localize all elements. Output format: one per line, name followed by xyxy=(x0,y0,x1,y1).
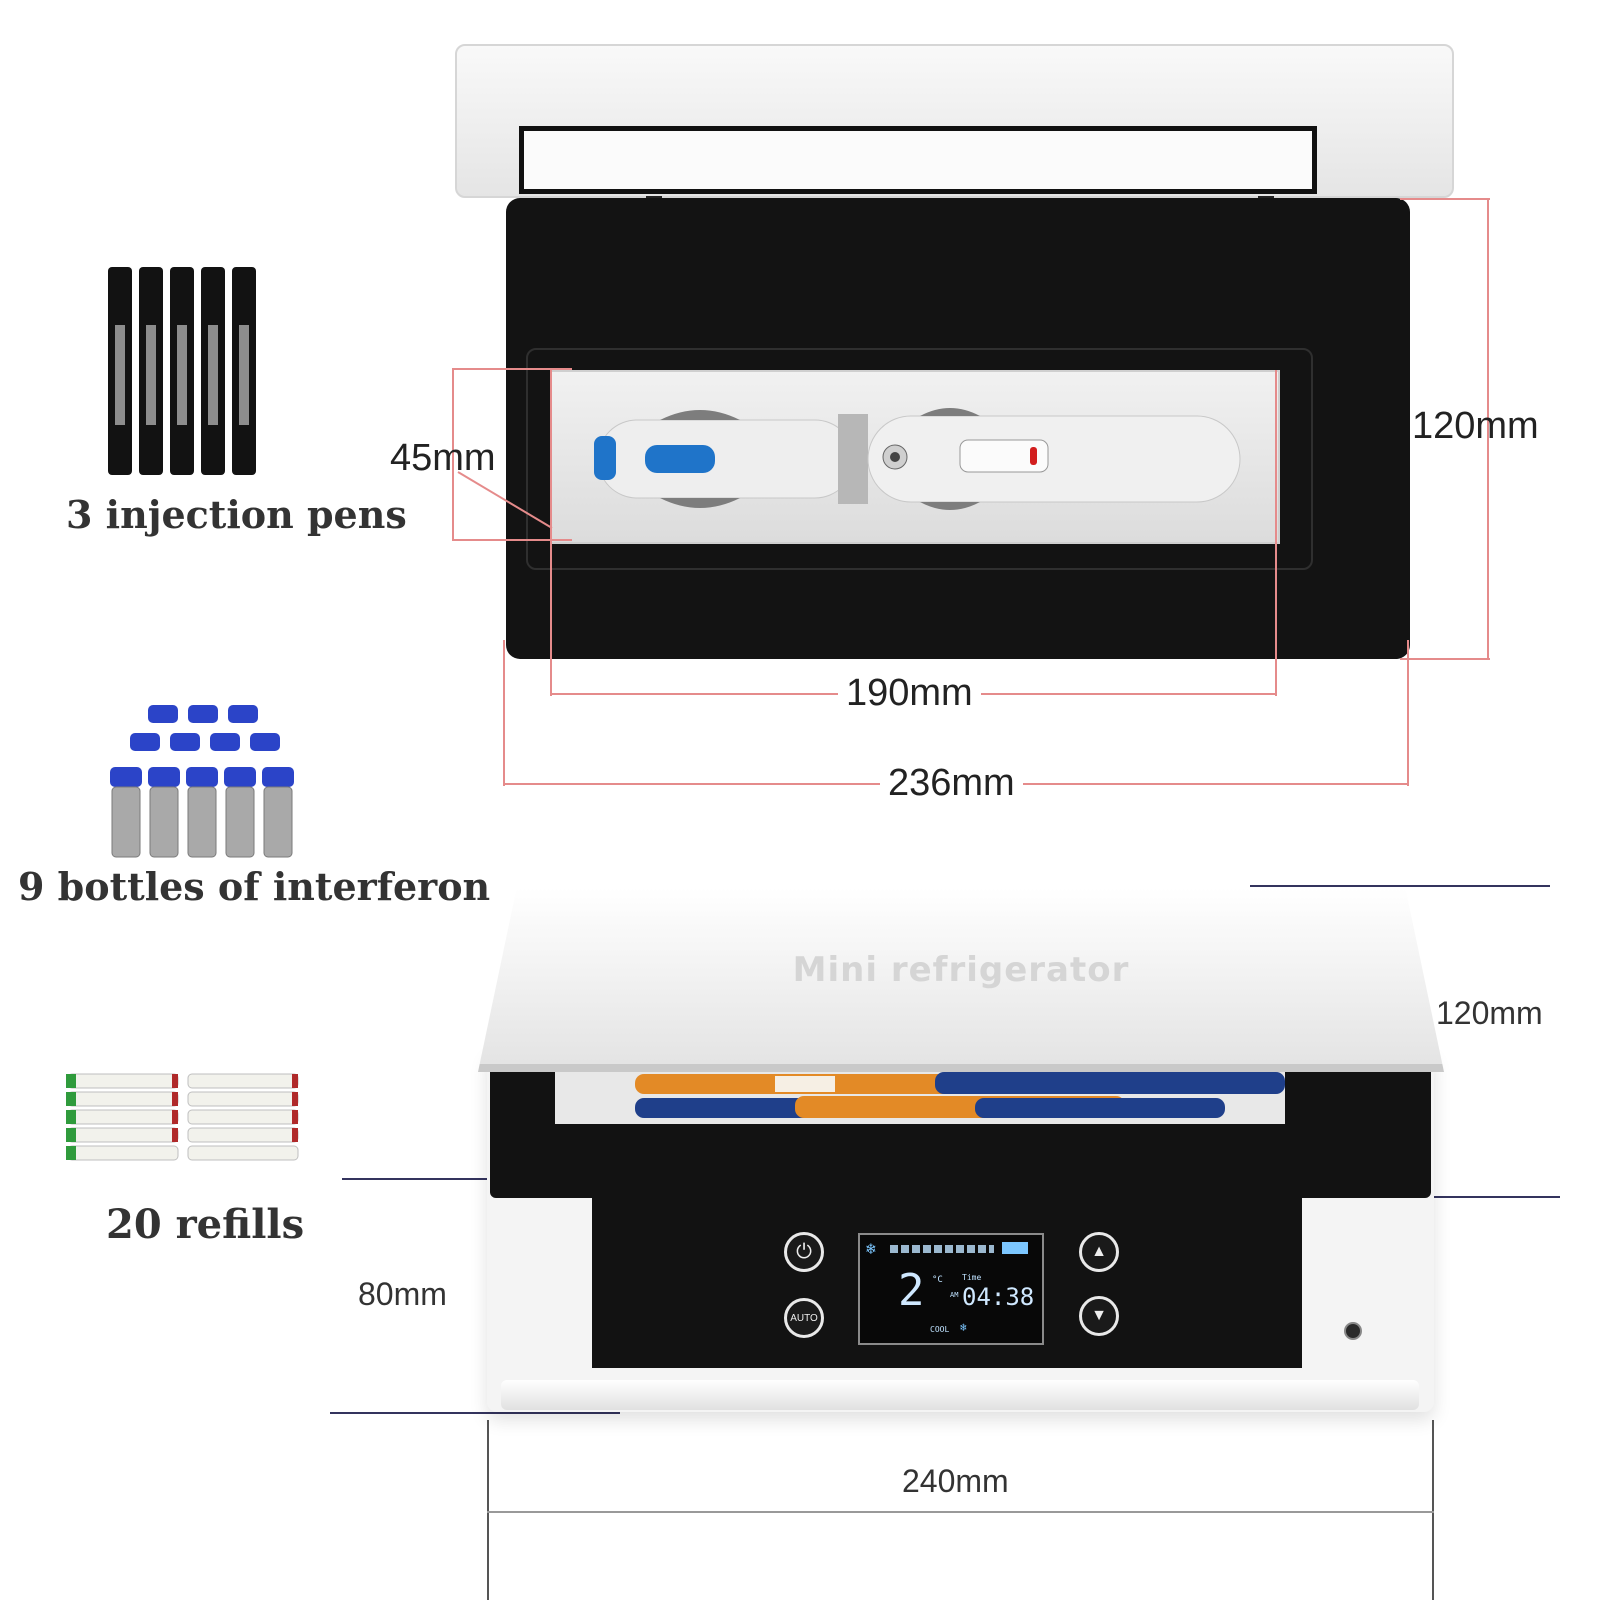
vials-label: 9 bottles of interferon xyxy=(18,864,491,909)
lcd-display: ❄ 2 °C Time AM 04:38 COOL ❄ xyxy=(858,1233,1044,1345)
power-button[interactable]: ⏻ xyxy=(784,1232,824,1272)
power-icon: ⏻ xyxy=(796,1240,812,1263)
lcd-mode: COOL xyxy=(930,1325,950,1334)
dim-outer-width: 236mm xyxy=(880,764,1023,802)
snowflake-icon: ❄ xyxy=(866,1239,876,1258)
dim-inner-width: 190mm xyxy=(838,674,981,712)
lcd-temp-unit: °C xyxy=(932,1275,943,1285)
injection-pen xyxy=(594,408,1241,510)
dim-height: 80mm xyxy=(358,1276,447,1312)
lcd-time-label: Time xyxy=(962,1273,982,1282)
dim-width: 240mm xyxy=(902,1463,1009,1499)
lid-brand-text: Mini refrigerator xyxy=(792,950,1130,990)
lock-icon[interactable] xyxy=(1344,1322,1362,1340)
arrow-down-icon: ▼ xyxy=(1091,1307,1107,1324)
lcd-am-label: AM xyxy=(950,1291,959,1299)
auto-button-label: AUTO xyxy=(790,1312,818,1324)
lid-window xyxy=(519,126,1317,194)
temp-up-button[interactable]: ▲ xyxy=(1079,1232,1119,1272)
stored-pens xyxy=(635,1072,1285,1118)
auto-button[interactable]: AUTO xyxy=(784,1298,824,1338)
temp-down-button[interactable]: ▼ xyxy=(1079,1296,1119,1336)
battery-icon xyxy=(1002,1242,1028,1254)
refills-image xyxy=(66,1073,299,1161)
dim-inner-height: 45mm xyxy=(390,437,496,479)
mode-snowflake-icon: ❄ xyxy=(960,1321,967,1334)
case-lid xyxy=(455,44,1454,198)
injection-pens-image xyxy=(108,267,256,475)
fridge-body xyxy=(487,1050,1434,1412)
refills-label: 20 refills xyxy=(106,1201,305,1248)
cooling-bar xyxy=(890,1245,994,1253)
dim-depth: 120mm xyxy=(1436,995,1543,1031)
pens-label: 3 injection pens xyxy=(66,492,407,537)
tray-frame xyxy=(526,348,1313,570)
dim-outer-height: 120mm xyxy=(1412,405,1539,447)
fridge-interior xyxy=(555,1066,1285,1124)
interferon-vials-image xyxy=(110,705,294,858)
fridge-lid: Mini refrigerator xyxy=(478,888,1444,1072)
lcd-temperature: 2 xyxy=(898,1265,925,1316)
lcd-time: 04:38 xyxy=(962,1283,1035,1311)
arrow-up-icon: ▲ xyxy=(1091,1243,1107,1260)
fridge-bottom xyxy=(501,1380,1419,1410)
